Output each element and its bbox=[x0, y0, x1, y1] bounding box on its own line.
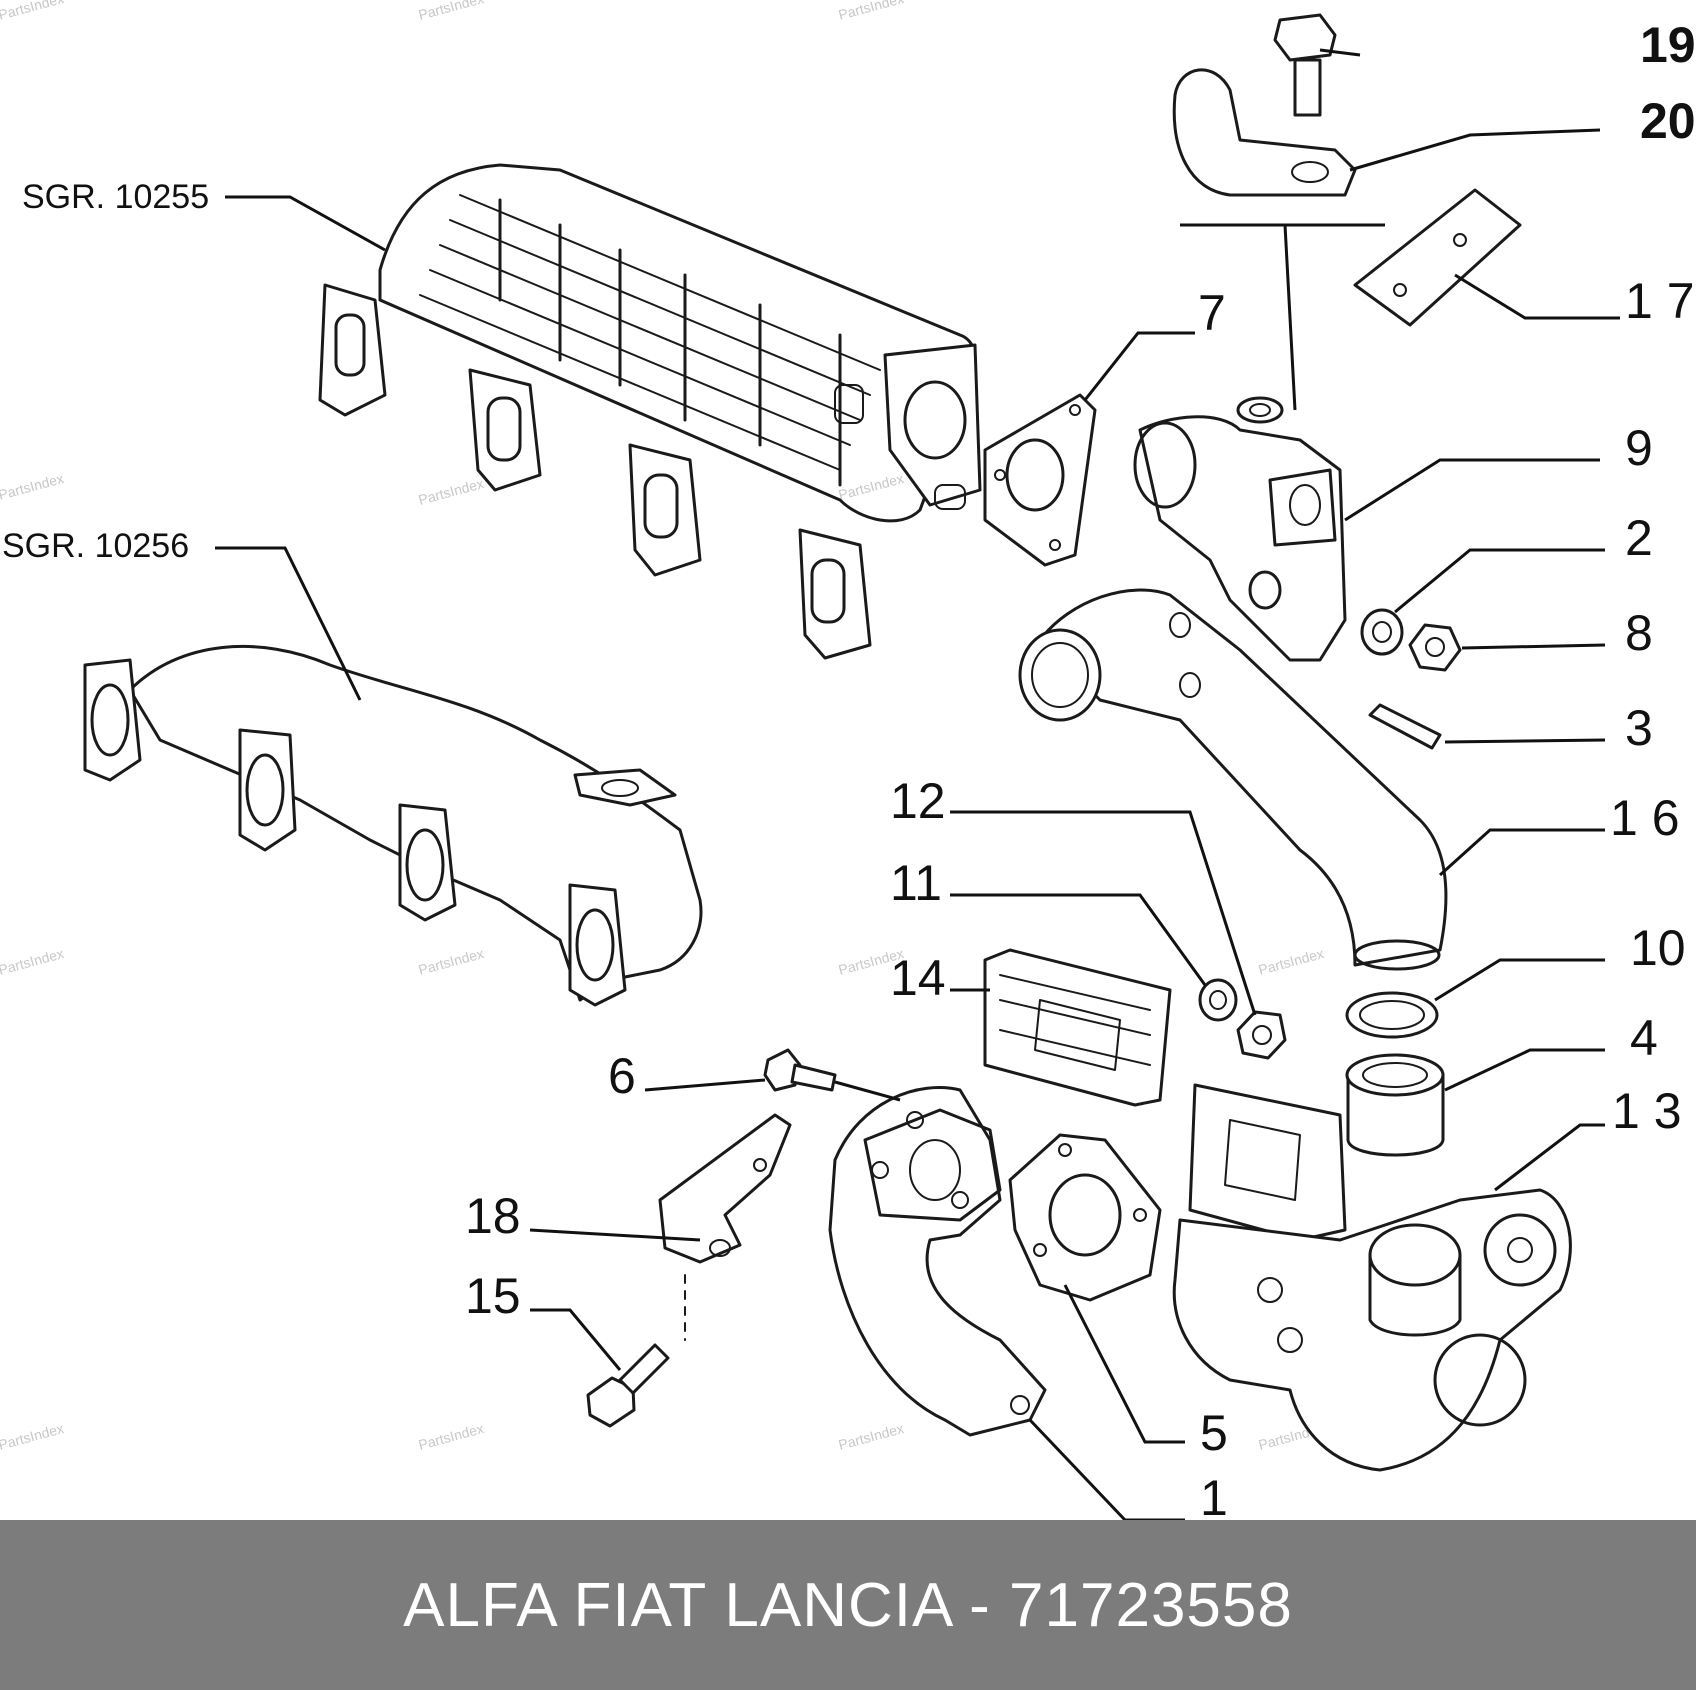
callout-13: 1 3 bbox=[1612, 1083, 1682, 1139]
footer-title: ALFA FIAT LANCIA - 71723558 bbox=[403, 1570, 1293, 1640]
bracket-part-18 bbox=[658, 1113, 792, 1341]
callout-5: 5 bbox=[1200, 1405, 1228, 1461]
callout-7: 7 bbox=[1198, 285, 1226, 341]
callout-labels: SGR. 10255 SGR. 10256 19 20 1 7 7 9 2 8 … bbox=[2, 17, 1696, 1520]
callout-12: 12 bbox=[890, 773, 946, 829]
watermark: PartsIndex bbox=[0, 470, 65, 503]
turbocharger-part-13 bbox=[1172, 1083, 1572, 1472]
nut-part-12 bbox=[1236, 1010, 1287, 1060]
callout-4: 4 bbox=[1630, 1010, 1658, 1066]
watermark: PartsIndex bbox=[417, 475, 486, 508]
nut-part-8 bbox=[1408, 623, 1462, 672]
bolt-part-6 bbox=[763, 1048, 837, 1092]
bolt-part-19 bbox=[1273, 13, 1337, 117]
sleeve-part-4 bbox=[1345, 1053, 1445, 1157]
watermark: PartsIndex bbox=[1257, 945, 1326, 978]
gasket-part-7 bbox=[983, 393, 1097, 567]
footer-banner: ALFA FIAT LANCIA - 71723558 bbox=[0, 1520, 1696, 1690]
gasket-part-5 bbox=[1008, 1133, 1162, 1302]
callout-3: 3 bbox=[1625, 700, 1653, 756]
watermark: PartsIndex bbox=[837, 470, 906, 503]
watermark: PartsIndex bbox=[0, 945, 65, 978]
gasket-part-14 bbox=[983, 948, 1172, 1107]
callout-17: 1 7 bbox=[1625, 273, 1695, 329]
callout-19: 19 bbox=[1640, 17, 1696, 73]
bolt-part-15 bbox=[586, 1343, 670, 1428]
watermark: PartsIndex bbox=[417, 0, 486, 23]
leader-lines bbox=[215, 48, 1620, 1520]
watermark: PartsIndex bbox=[0, 0, 65, 23]
callout-16: 1 6 bbox=[1610, 790, 1680, 846]
callout-sgr-10256: SGR. 10256 bbox=[2, 527, 189, 565]
seal-ring-part-10 bbox=[1345, 991, 1439, 1039]
callout-20: 20 bbox=[1640, 93, 1696, 149]
watermark: PartsIndex bbox=[837, 1420, 906, 1453]
callout-2: 2 bbox=[1625, 510, 1653, 566]
callout-10: 10 bbox=[1630, 920, 1686, 976]
callout-9: 9 bbox=[1625, 420, 1653, 476]
washer-part-11 bbox=[1198, 978, 1238, 1022]
exhaust-manifold bbox=[83, 645, 703, 1007]
watermark: PartsIndex bbox=[0, 1420, 65, 1453]
watermark: PartsIndex bbox=[417, 1420, 486, 1453]
callout-14: 14 bbox=[890, 950, 946, 1006]
elbow-fitting-part-9 bbox=[1133, 396, 1347, 662]
callout-6: 6 bbox=[608, 1048, 636, 1104]
callout-sgr-10255: SGR. 10255 bbox=[22, 178, 209, 216]
pipe-part-1 bbox=[828, 1086, 1047, 1437]
stud-part-3 bbox=[1368, 703, 1442, 750]
watermark: PartsIndex bbox=[837, 0, 906, 23]
callout-1: 1 bbox=[1200, 1470, 1228, 1520]
clamp-part-20 bbox=[1172, 68, 1357, 197]
pipe-part-16 bbox=[1018, 588, 1448, 971]
exploded-parts-diagram: PartsIndex PartsIndex PartsIndex PartsIn… bbox=[0, 0, 1696, 1520]
exhaust-manifold-with-shield bbox=[318, 163, 982, 660]
washer-part-2 bbox=[1360, 608, 1404, 656]
callout-15: 15 bbox=[465, 1268, 521, 1324]
callout-11: 11 bbox=[890, 855, 942, 911]
callout-18: 18 bbox=[465, 1188, 521, 1244]
callout-8: 8 bbox=[1625, 605, 1653, 661]
bracket-part-17 bbox=[1353, 188, 1522, 327]
watermark: PartsIndex bbox=[417, 945, 486, 978]
